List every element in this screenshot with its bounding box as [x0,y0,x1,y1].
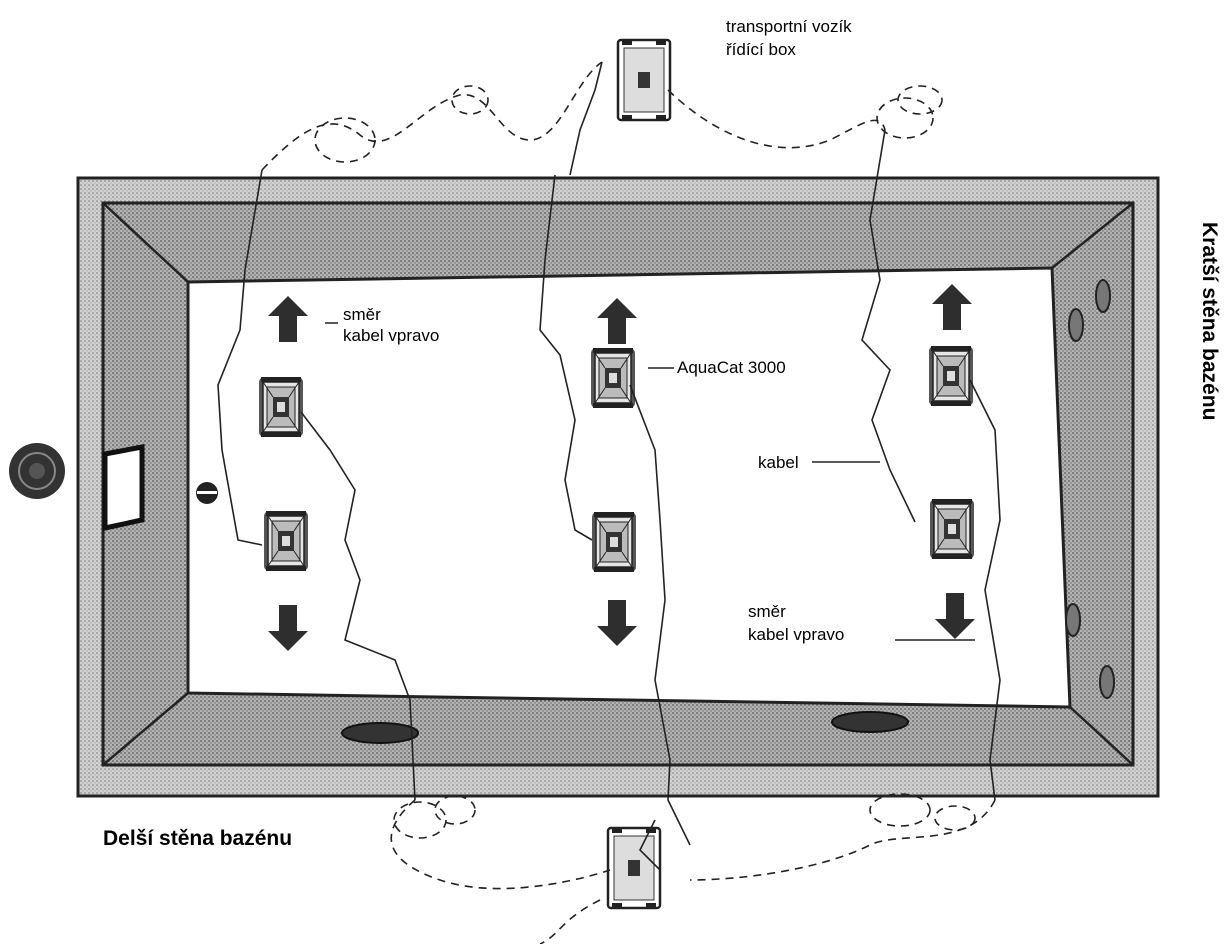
drain-icon-center [29,463,45,479]
cable [861,129,916,523]
cable-dashed [261,61,603,171]
cable-dashed [539,899,601,944]
jet-icon [1065,603,1081,637]
drain-icon-inner [18,452,56,490]
wall-corner-line [102,692,189,766]
cable-label: kabel [758,453,799,472]
long-wall-label: Delší stěna bazénu [103,827,293,850]
jet-icon [1095,279,1111,313]
cables [217,61,1001,871]
cable-loop [314,117,376,163]
jet-icon [1068,308,1084,342]
cable [629,384,691,846]
cable [300,411,416,801]
cart-label-line2: řídící box [726,40,796,59]
robot-cleaner-icon [590,347,636,409]
cable-loop [869,793,931,827]
jet-icon [1099,665,1115,699]
cable-loop [451,85,489,115]
pool-floor [186,266,1072,709]
cable-right-label-bottom: kabel vpravo [748,625,845,644]
cable [569,61,603,176]
cable-dashed [689,799,996,881]
cable-loop [434,795,476,825]
cable [969,379,1001,801]
direction-label-top: směr [343,305,381,324]
robot-cleaner-icon [929,498,975,560]
cable [639,819,661,871]
robot-cleaner-icon [591,511,637,573]
cable-dashed [390,799,611,890]
cable-loop [897,85,943,115]
cable-loop [876,97,934,139]
robot-cleaner-icon [928,345,974,407]
transport-cart-icon [616,38,672,122]
transport-cart-icon [606,826,662,910]
cable [217,169,263,546]
robot-cleaner-icon [258,376,304,438]
floor-drain-icon [831,711,909,733]
floor-drain-icon [341,722,419,744]
robot-name-label: AquaCat 3000 [677,358,786,377]
dashed-cables [261,61,996,944]
wall-corner-line [102,202,189,283]
robot-cleaner-icon [263,510,309,572]
wall-corner-line [1069,706,1134,766]
direction-label-bottom: směr [748,602,786,621]
cable-loop [393,801,447,839]
wall-corner-line [1051,202,1134,269]
cable-dashed [667,89,886,149]
cable-right-label-top: kabel vpravo [343,326,440,345]
short-wall-label: Kratší stěna bazénu [1198,222,1221,421]
cable-loop [934,805,976,831]
cable [539,174,593,541]
cart-label-line1: transportní vozík [726,17,852,36]
ladder-icon [102,443,145,532]
